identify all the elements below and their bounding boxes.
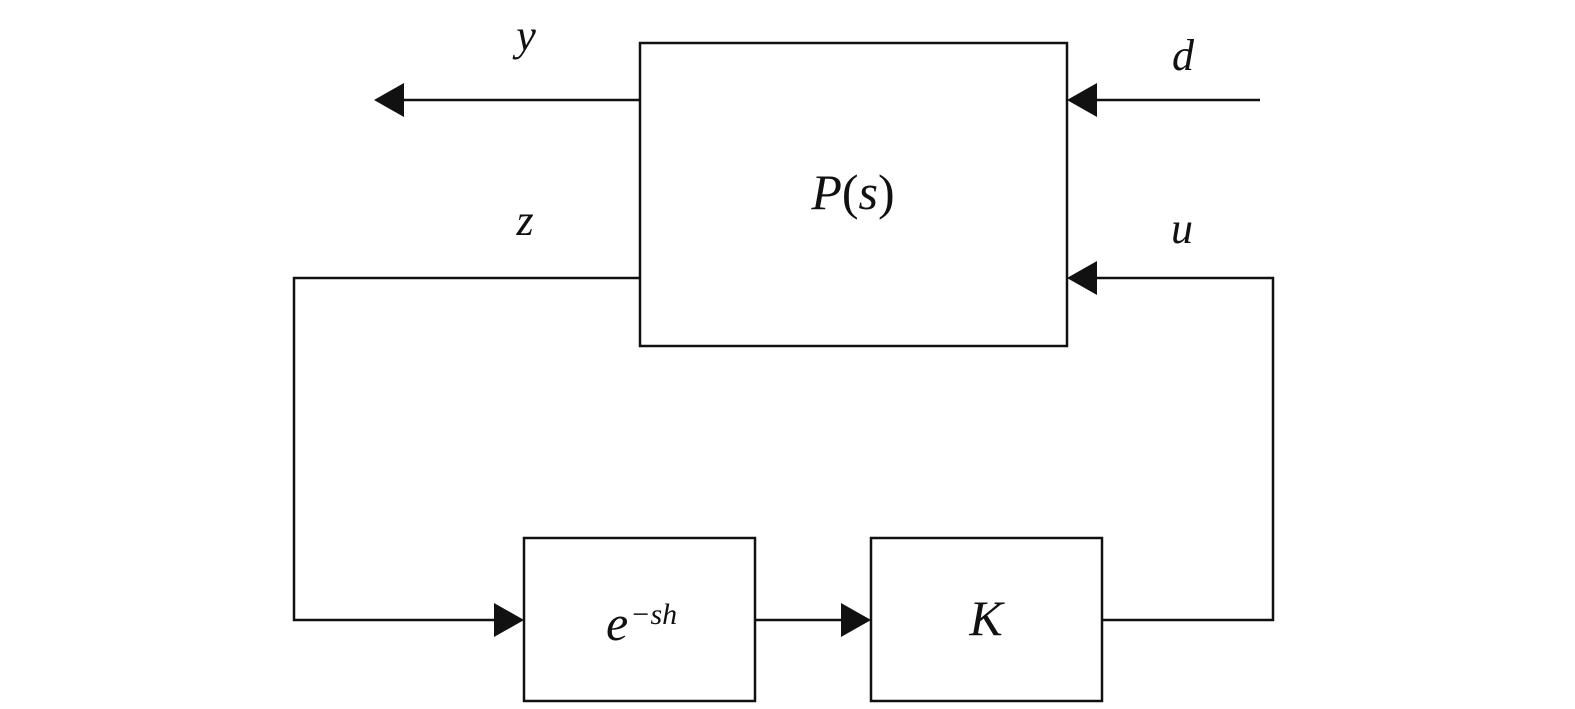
plant-label: P(s) xyxy=(810,164,894,220)
z-arrowhead xyxy=(494,603,524,637)
signal-label-u: u xyxy=(1171,204,1193,253)
y-arrowhead xyxy=(374,83,404,117)
d-arrowhead xyxy=(1067,83,1097,117)
signal-label-y: y xyxy=(512,11,536,60)
z-feedback-line xyxy=(292,276,640,622)
signal-label-d: d xyxy=(1172,31,1195,80)
u-feedback-line xyxy=(1095,276,1275,622)
controller-label: K xyxy=(968,590,1005,646)
delay-to-controller-arrowhead xyxy=(841,603,871,637)
u-arrowhead xyxy=(1067,261,1097,295)
plant-block xyxy=(638,41,1069,348)
signal-label-z: z xyxy=(515,196,533,245)
delay-label: e−sh xyxy=(606,595,677,651)
controller-block xyxy=(869,536,1104,703)
delay-block xyxy=(522,536,757,703)
